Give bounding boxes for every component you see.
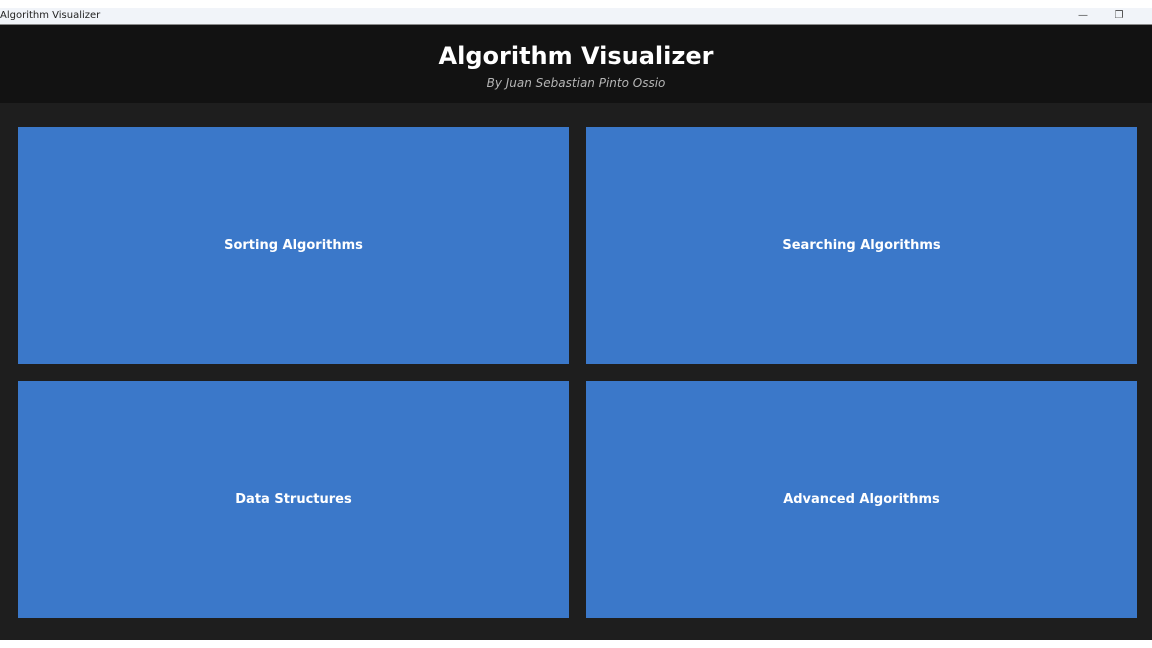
restore-icon[interactable]: ❐: [1114, 10, 1124, 21]
data-structures-button[interactable]: Data Structures: [18, 381, 569, 618]
card-label: Advanced Algorithms: [783, 492, 940, 507]
advanced-algorithms-button[interactable]: Advanced Algorithms: [586, 381, 1137, 618]
app-header: Algorithm Visualizer By Juan Sebastian P…: [0, 25, 1152, 103]
window-titlebar: Algorithm Visualizer — ❐: [0, 8, 1152, 25]
category-grid: Sorting Algorithms Searching Algorithms …: [0, 103, 1152, 640]
card-label: Searching Algorithms: [782, 238, 941, 253]
window-title: Algorithm Visualizer: [0, 10, 101, 21]
minimize-icon[interactable]: —: [1078, 10, 1088, 21]
top-gap: [0, 0, 1152, 8]
card-label: Data Structures: [235, 492, 352, 507]
sorting-algorithms-button[interactable]: Sorting Algorithms: [18, 127, 569, 364]
page-title: Algorithm Visualizer: [438, 42, 714, 70]
card-label: Sorting Algorithms: [224, 238, 363, 253]
author-subtitle: By Juan Sebastian Pinto Ossio: [486, 76, 666, 90]
searching-algorithms-button[interactable]: Searching Algorithms: [586, 127, 1137, 364]
